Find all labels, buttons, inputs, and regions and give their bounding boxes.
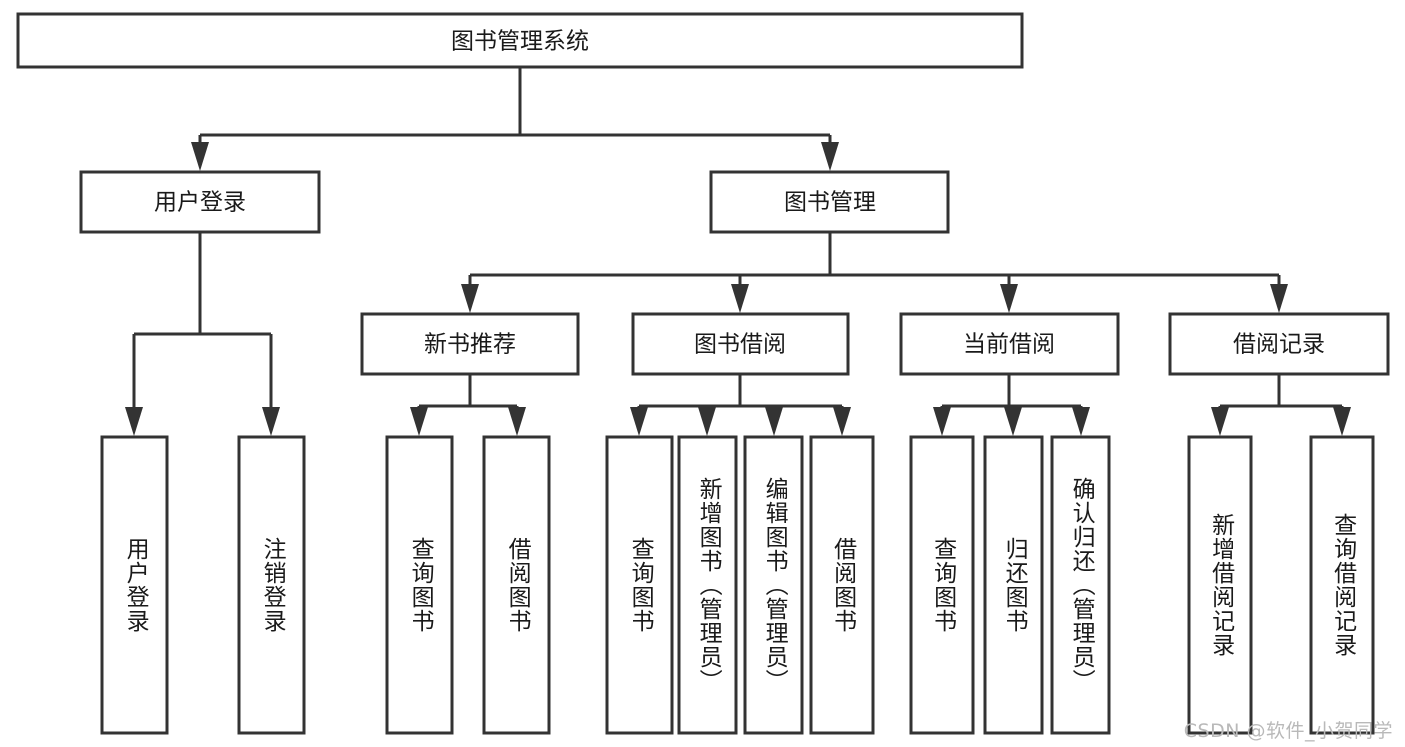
leaf-edit-book-admin-box[interactable] <box>743 435 804 735</box>
node-book-borrow-box[interactable] <box>631 312 850 376</box>
arrowhead-leaf-return-book <box>1004 407 1022 436</box>
arrowhead-borrow-record <box>1270 284 1288 313</box>
arrowhead-leaf-borrow-book-2 <box>833 407 851 436</box>
node-new-book-recommend-label: 新书推荐 <box>424 332 516 358</box>
arrowhead-book-management <box>821 142 839 171</box>
leaf-borrow-book-2-box[interactable] <box>809 435 875 735</box>
node-user-login[interactable]: 用户登录 <box>79 170 321 234</box>
node-borrow-record-box[interactable] <box>1168 312 1390 376</box>
node-book-management-box[interactable] <box>709 170 950 234</box>
leaf-add-record-box[interactable] <box>1187 435 1253 735</box>
leaf-user-login-box[interactable] <box>100 435 169 735</box>
node-current-borrow[interactable]: 当前借阅 <box>899 312 1120 376</box>
node-book-borrow-label: 图书借阅 <box>694 332 786 358</box>
leaf-return-book-box[interactable] <box>983 435 1044 735</box>
leaf-add-book-admin-box[interactable] <box>677 435 738 735</box>
node-root[interactable]: 图书管理系统 <box>16 12 1024 69</box>
arrowhead-leaf-borrow-book-1 <box>508 407 526 436</box>
node-book-management[interactable]: 图书管理 <box>709 170 950 234</box>
leaf-confirm-return-box[interactable] <box>1050 435 1111 735</box>
arrowhead-leaf-edit-book-admin <box>765 407 783 436</box>
arrowhead-book-borrow <box>731 284 749 313</box>
arrowhead-user-login <box>191 142 209 171</box>
leaf-query-record-box[interactable] <box>1309 435 1375 735</box>
node-user-login-box[interactable] <box>79 170 321 234</box>
leaf-query-book-1-box[interactable] <box>385 435 454 735</box>
node-borrow-record[interactable]: 借阅记录 <box>1168 312 1390 376</box>
arrowhead-leaf-user-login <box>125 407 143 436</box>
leaf-borrow-book-1-box[interactable] <box>482 435 551 735</box>
leaf-node-layer <box>100 435 1375 735</box>
node-user-login-label: 用户登录 <box>154 190 246 216</box>
arrowhead-new-book-recommend <box>461 284 479 313</box>
leaf-user-logout-box[interactable] <box>237 435 306 735</box>
arrowhead-leaf-user-logout <box>262 407 280 436</box>
node-current-borrow-box[interactable] <box>899 312 1120 376</box>
arrowhead-leaf-query-book-3 <box>933 407 951 436</box>
connector-layer <box>125 67 1351 436</box>
arrowhead-leaf-query-book-1 <box>410 407 428 436</box>
node-new-book-recommend-box[interactable] <box>360 312 580 376</box>
node-book-borrow[interactable]: 图书借阅 <box>631 312 850 376</box>
csdn-watermark: CSDN @软件_小贺同学 <box>1183 720 1393 742</box>
arrowhead-leaf-add-book-admin <box>698 407 716 436</box>
node-current-borrow-label: 当前借阅 <box>963 332 1055 358</box>
arrowhead-leaf-add-record <box>1211 407 1229 436</box>
arrowhead-leaf-query-book-2 <box>630 407 648 436</box>
arrowhead-leaf-confirm-return <box>1072 407 1090 436</box>
node-borrow-record-label: 借阅记录 <box>1233 332 1325 358</box>
arrowhead-current-borrow <box>1000 284 1018 313</box>
node-root-box[interactable] <box>16 12 1024 69</box>
node-book-management-label: 图书管理 <box>784 190 876 216</box>
node-new-book-recommend[interactable]: 新书推荐 <box>360 312 580 376</box>
arrowhead-leaf-query-record <box>1333 407 1351 436</box>
leaf-query-book-2-box[interactable] <box>605 435 674 735</box>
leaf-query-book-3-box[interactable] <box>909 435 975 735</box>
node-root-label: 图书管理系统 <box>451 29 589 55</box>
